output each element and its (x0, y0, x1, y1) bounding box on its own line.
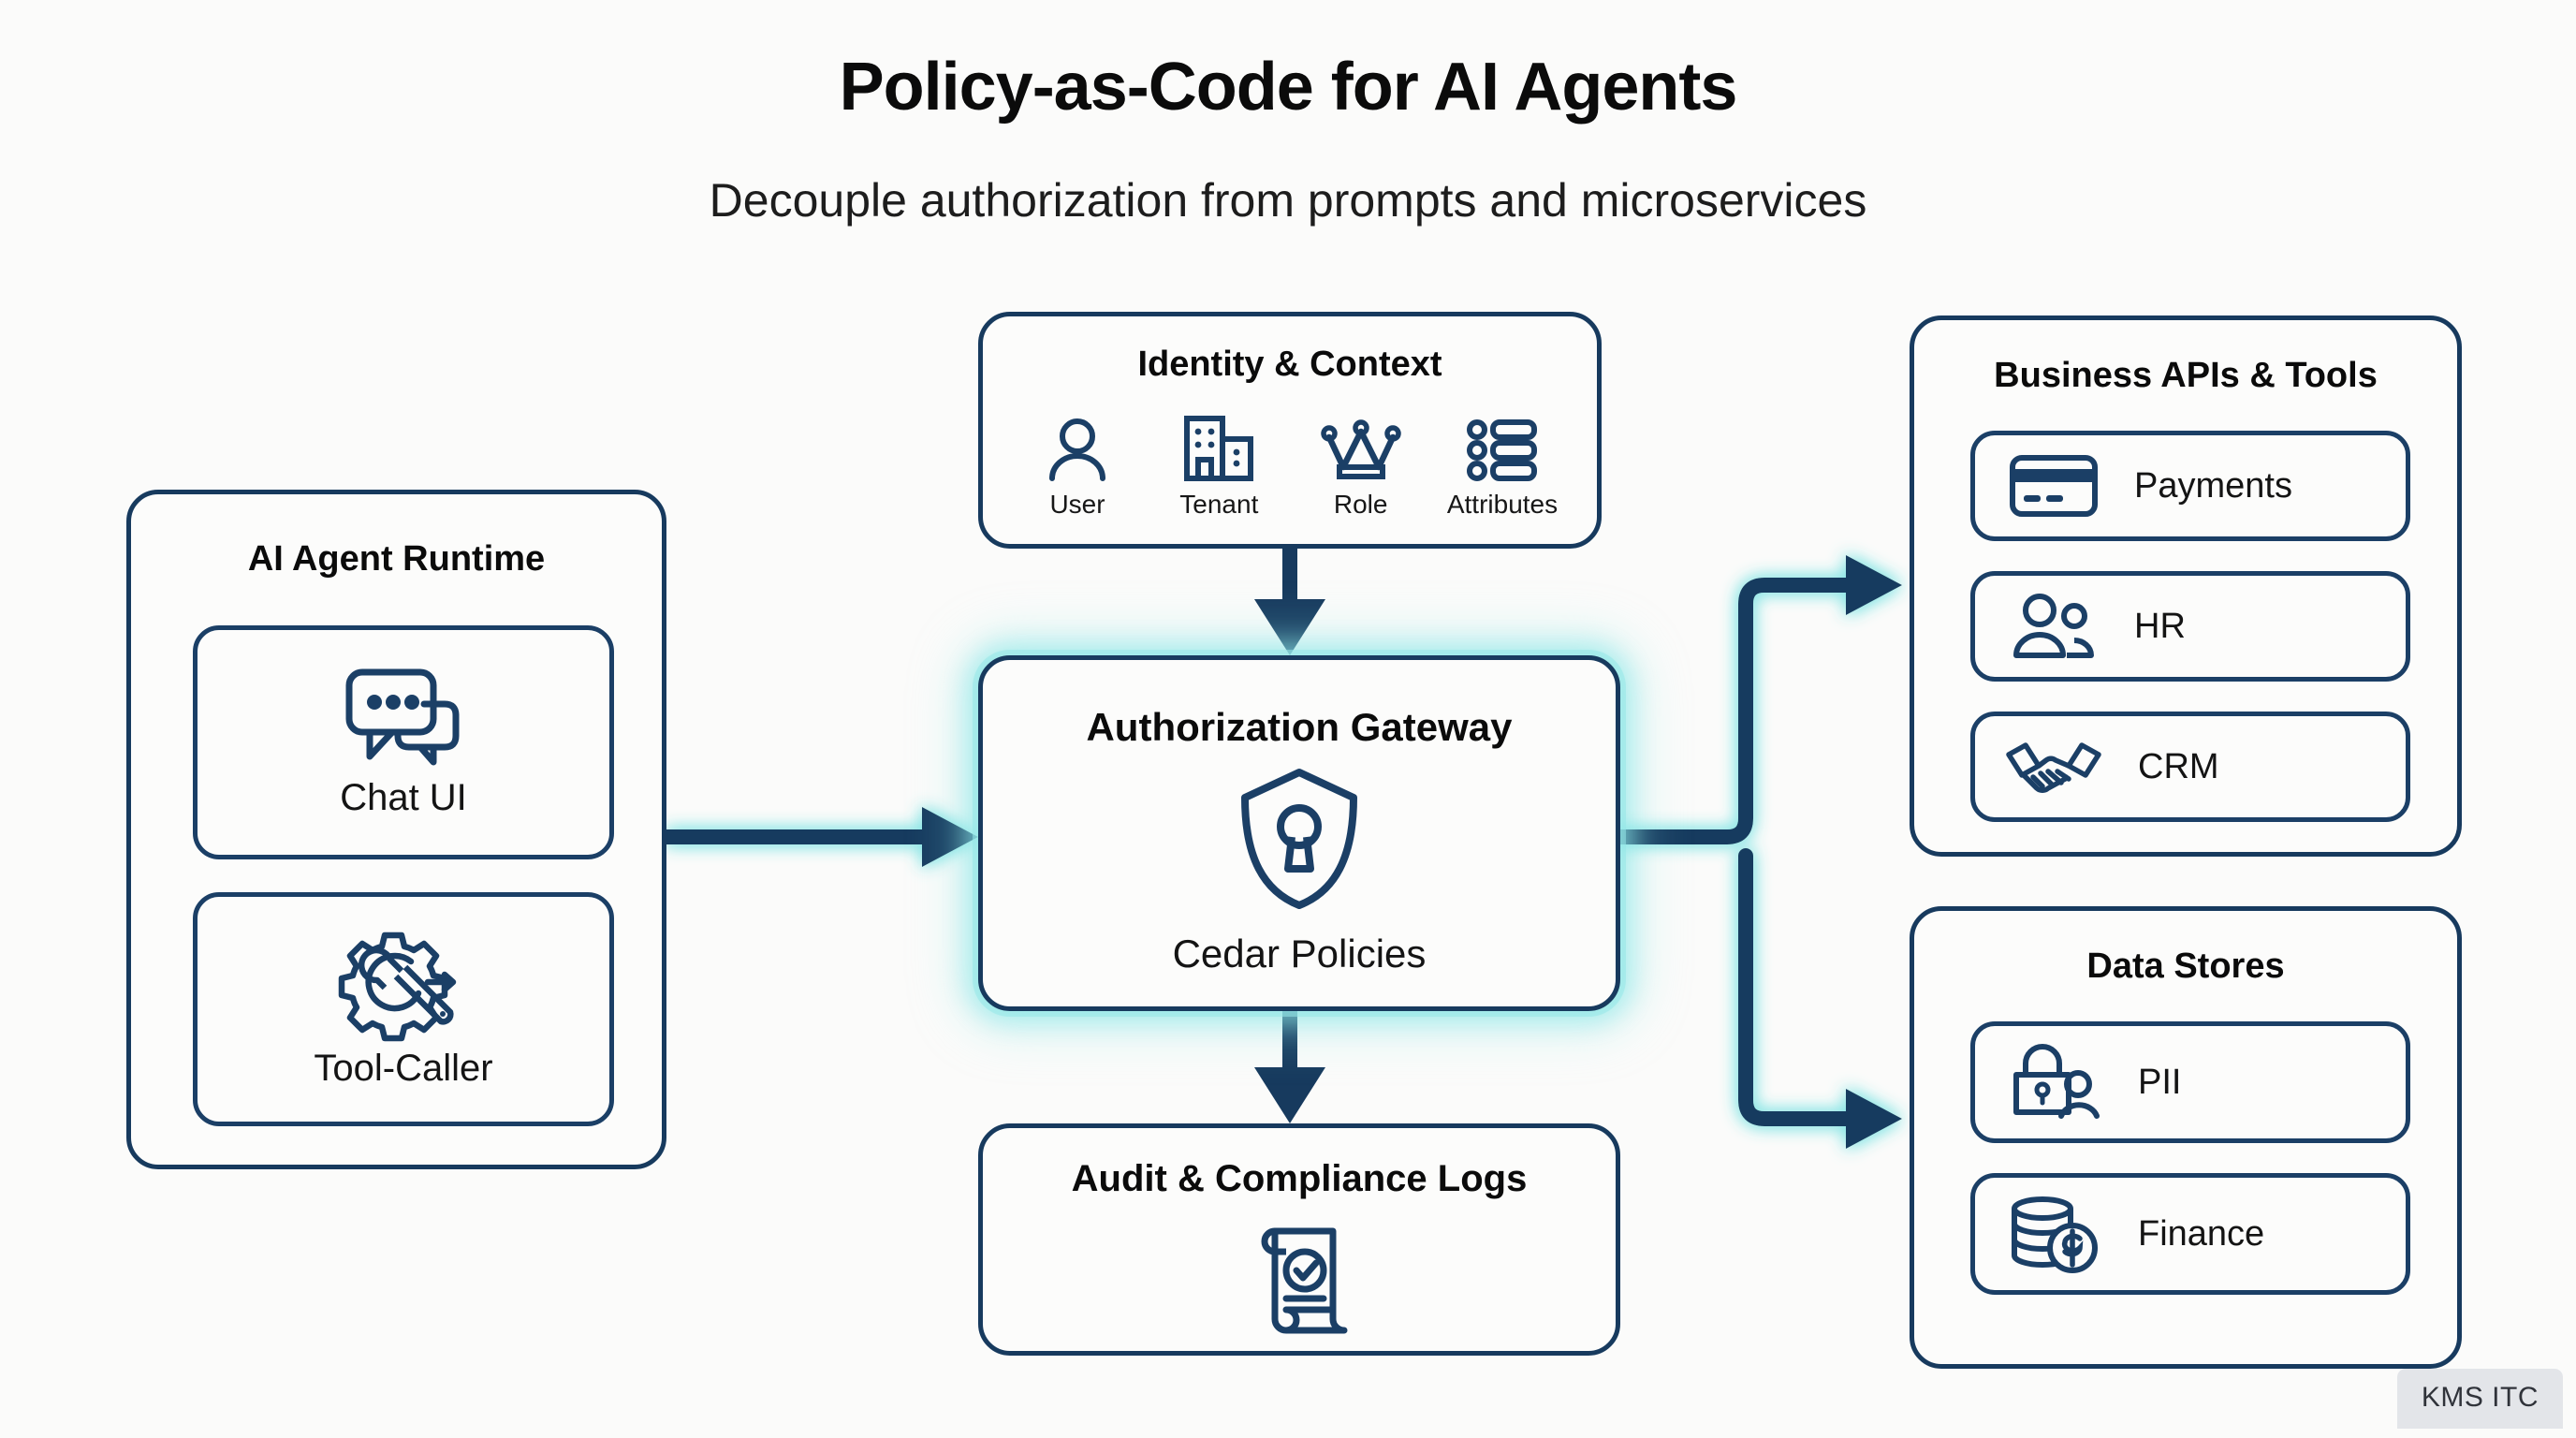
chip-finance[interactable]: Finance (1970, 1173, 2410, 1295)
panel-title-identity-context: Identity & Context (1137, 345, 1442, 384)
gear-wrench-icon (338, 930, 463, 1041)
panel-authorization-gateway[interactable]: Authorization Gateway Cedar Policies (978, 655, 1620, 1011)
user-icon (1046, 417, 1108, 482)
gateway-caption: Cedar Policies (1172, 932, 1427, 976)
panel-title-business-apis: Business APIs & Tools (1994, 356, 2378, 395)
chat-bubbles-icon (344, 667, 463, 765)
credit-card-icon (2009, 452, 2099, 520)
shield-keyhole-icon (983, 768, 1616, 910)
panel-title-agent-runtime: AI Agent Runtime (247, 539, 546, 579)
chip-chat-ui[interactable]: Chat UI (193, 625, 614, 859)
identity-label-tenant: Tenant (1179, 490, 1259, 519)
panel-title-authorization-gateway: Authorization Gateway (1086, 705, 1513, 749)
identity-label-user: User (1049, 490, 1105, 519)
identity-item-user[interactable]: User (1017, 417, 1138, 520)
panel-agent-runtime[interactable]: AI Agent Runtime Chat UI (126, 490, 666, 1169)
chip-crm[interactable]: CRM (1970, 712, 2410, 822)
chip-label-crm: CRM (2138, 746, 2219, 786)
panel-title-audit-logs: Audit & Compliance Logs (1071, 1158, 1528, 1199)
coins-dollar-icon (2007, 1196, 2100, 1273)
watermark-badge: KMS ITC (2396, 1369, 2563, 1429)
chip-label-tool-caller: Tool-Caller (314, 1047, 493, 1089)
identity-label-attributes: Attributes (1446, 490, 1559, 519)
chip-payments[interactable]: Payments (1970, 431, 2410, 541)
chip-hr[interactable]: HR (1970, 571, 2410, 682)
panel-audit-logs[interactable]: Audit & Compliance Logs (978, 1123, 1620, 1356)
chip-label-pii: PII (2138, 1062, 2182, 1102)
people-icon (2009, 592, 2099, 661)
buildings-icon (1181, 415, 1256, 482)
chip-label-finance: Finance (2138, 1213, 2265, 1254)
chip-label-payments: Payments (2134, 465, 2292, 506)
connector-gateway-to-audit (1254, 1011, 1325, 1123)
handshake-icon (2005, 734, 2102, 800)
identity-item-role[interactable]: Role (1300, 418, 1422, 520)
scroll-check-icon (983, 1222, 1616, 1340)
connector-runtime-to-gateway (666, 807, 978, 867)
identity-icon-row: User Tenant (1017, 415, 1563, 520)
identity-item-tenant[interactable]: Tenant (1158, 415, 1280, 520)
connector-gateway-to-targets (1612, 555, 1902, 1149)
identity-item-attributes[interactable]: Attributes (1442, 418, 1563, 520)
chip-label-chat-ui: Chat UI (340, 776, 467, 818)
connector-identity-to-gateway (1254, 549, 1325, 655)
panel-data-stores[interactable]: Data Stores PII (1910, 906, 2462, 1369)
panel-identity-context[interactable]: Identity & Context User (978, 312, 1602, 549)
page-subtitle: Decouple authorization from prompts and … (709, 174, 1867, 227)
chip-tool-caller[interactable]: Tool-Caller (193, 892, 614, 1126)
chip-pii[interactable]: PII (1970, 1021, 2410, 1143)
chip-label-hr: HR (2134, 606, 2186, 646)
lock-person-icon (2007, 1044, 2100, 1120)
identity-label-role: Role (1333, 490, 1388, 519)
crown-icon (1320, 418, 1401, 482)
panel-business-apis[interactable]: Business APIs & Tools Payments (1910, 315, 2462, 857)
panel-title-data-stores: Data Stores (2086, 946, 2285, 986)
list-icon (1466, 418, 1538, 482)
page-title: Policy-as-Code for AI Agents (839, 50, 1738, 125)
